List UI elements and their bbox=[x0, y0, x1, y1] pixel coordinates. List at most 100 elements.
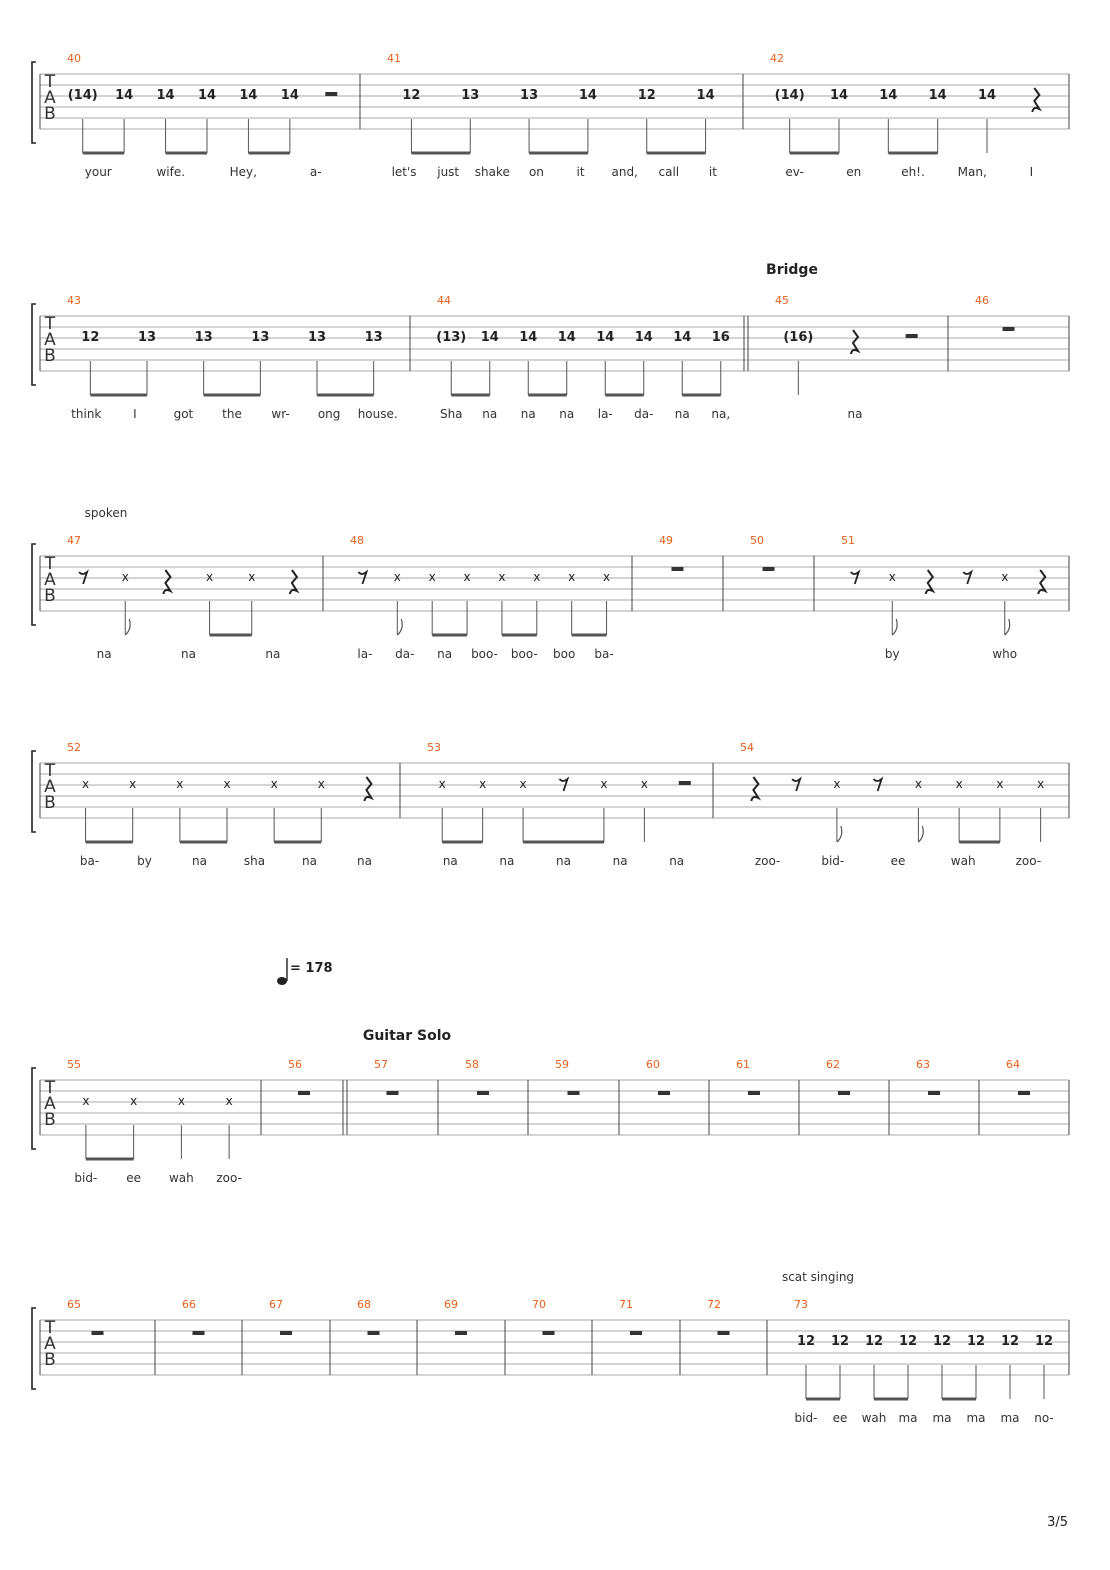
system-bracket bbox=[31, 61, 36, 144]
lyric-syllable: zoo- bbox=[755, 854, 781, 868]
eighth-rest bbox=[850, 569, 861, 585]
lyric-syllable: na bbox=[559, 407, 574, 421]
measure-number: 44 bbox=[437, 294, 451, 307]
lyric-syllable: a- bbox=[310, 165, 322, 179]
measure-number: 67 bbox=[269, 1298, 283, 1311]
lyric-syllable: Man, bbox=[958, 165, 987, 179]
fret-number: 12 bbox=[933, 1334, 951, 1349]
lyric-syllable: wah bbox=[862, 1411, 887, 1425]
rest-block bbox=[455, 1331, 467, 1335]
lyric-syllable: your bbox=[85, 165, 112, 179]
lyric-syllable: by bbox=[885, 647, 900, 661]
lyric-syllable: ma bbox=[966, 1411, 985, 1425]
dead-note: x bbox=[206, 570, 213, 584]
lyric-syllable: boo bbox=[553, 647, 575, 661]
lyric-syllable: think bbox=[71, 407, 101, 421]
measure-number: 62 bbox=[826, 1058, 840, 1071]
fret-number: 12 bbox=[831, 1334, 849, 1349]
lyric-syllable: ee bbox=[833, 1411, 848, 1425]
lyric-syllable: na bbox=[848, 407, 863, 421]
rest-block bbox=[1002, 327, 1015, 331]
lyric-syllable: na bbox=[613, 854, 628, 868]
lyric-syllable: na bbox=[357, 854, 372, 868]
lyric-syllable: da- bbox=[395, 647, 414, 661]
measure-number: 70 bbox=[532, 1298, 546, 1311]
lyric-syllable: da- bbox=[634, 407, 653, 421]
measure-number: 46 bbox=[975, 294, 989, 307]
measure-number: 49 bbox=[659, 534, 673, 547]
lyric-syllable: bid- bbox=[795, 1411, 818, 1425]
measure-number: 52 bbox=[67, 741, 81, 754]
fret-number: (13) bbox=[436, 330, 466, 345]
note-flag bbox=[891, 618, 898, 636]
measure-number: 63 bbox=[916, 1058, 930, 1071]
measure-number: 45 bbox=[775, 294, 789, 307]
performance-annotation: spoken bbox=[85, 506, 128, 520]
measure-number: 50 bbox=[750, 534, 764, 547]
dead-note: x bbox=[498, 570, 505, 584]
measure-number: 55 bbox=[67, 1058, 81, 1071]
lyric-syllable: na bbox=[482, 407, 497, 421]
lyric-syllable: na bbox=[556, 854, 571, 868]
fret-number: 14 bbox=[697, 88, 715, 103]
measure-number: 69 bbox=[444, 1298, 458, 1311]
fret-number: 14 bbox=[879, 88, 897, 103]
system-bracket bbox=[31, 1067, 36, 1150]
fret-number: 13 bbox=[365, 330, 383, 345]
dead-note: x bbox=[439, 777, 446, 791]
lyric-syllable: let's bbox=[392, 165, 417, 179]
fret-number: (14) bbox=[68, 88, 98, 103]
tab-clef-letter: B bbox=[44, 346, 56, 366]
tab-clef-letter: B bbox=[44, 1350, 56, 1370]
fret-number: 12 bbox=[899, 1334, 917, 1349]
quarter-rest bbox=[1037, 569, 1048, 595]
lyric-syllable: ee bbox=[891, 854, 906, 868]
rest-block bbox=[1018, 1091, 1030, 1095]
measure-number: 56 bbox=[288, 1058, 302, 1071]
lyric-syllable: zoo- bbox=[1016, 854, 1042, 868]
eighth-rest bbox=[872, 776, 884, 792]
lyric-syllable: na, bbox=[711, 407, 730, 421]
fret-number: 13 bbox=[308, 330, 326, 345]
lyric-syllable: I bbox=[133, 407, 137, 421]
lyric-syllable: na bbox=[97, 647, 112, 661]
tempo-note-head bbox=[277, 977, 287, 985]
fret-number: 12 bbox=[1035, 1334, 1053, 1349]
lyric-syllable: eh!. bbox=[901, 165, 925, 179]
fret-number: 12 bbox=[967, 1334, 985, 1349]
measure-number: 61 bbox=[736, 1058, 750, 1071]
fret-number: 14 bbox=[281, 88, 299, 103]
tab-clef-letter: B bbox=[44, 104, 56, 124]
rest-block bbox=[717, 1331, 730, 1335]
rest-block bbox=[762, 567, 775, 571]
dead-note: x bbox=[178, 1094, 185, 1108]
lyric-syllable: bid- bbox=[821, 854, 844, 868]
measure-number: 57 bbox=[374, 1058, 388, 1071]
lyric-syllable: na bbox=[499, 854, 514, 868]
rest-block bbox=[630, 1331, 642, 1335]
fret-number: 14 bbox=[635, 330, 653, 345]
dead-note: x bbox=[129, 777, 136, 791]
eighth-rest bbox=[558, 776, 570, 792]
quarter-rest bbox=[1031, 87, 1043, 113]
lyric-syllable: the bbox=[222, 407, 242, 421]
measure-number: 65 bbox=[67, 1298, 81, 1311]
lyric-syllable: na bbox=[669, 854, 684, 868]
lyric-syllable: ma bbox=[898, 1411, 917, 1425]
lyric-syllable: ma bbox=[932, 1411, 951, 1425]
note-flag bbox=[124, 618, 131, 636]
fret-number: 14 bbox=[157, 88, 175, 103]
lyric-syllable: na bbox=[437, 647, 452, 661]
rest-block bbox=[386, 1091, 399, 1095]
section-label: Guitar Solo bbox=[363, 1028, 452, 1044]
lyric-syllable: ba- bbox=[594, 647, 613, 661]
tab-clef-letter: T bbox=[44, 314, 56, 334]
fret-number: 14 bbox=[558, 330, 576, 345]
rest-block bbox=[905, 334, 918, 338]
lyric-syllable: wr- bbox=[271, 407, 289, 421]
measure-number: 59 bbox=[555, 1058, 569, 1071]
page-number: 3/5 bbox=[1047, 1515, 1068, 1530]
lyric-syllable: ma bbox=[1000, 1411, 1019, 1425]
quarter-rest bbox=[162, 569, 174, 595]
